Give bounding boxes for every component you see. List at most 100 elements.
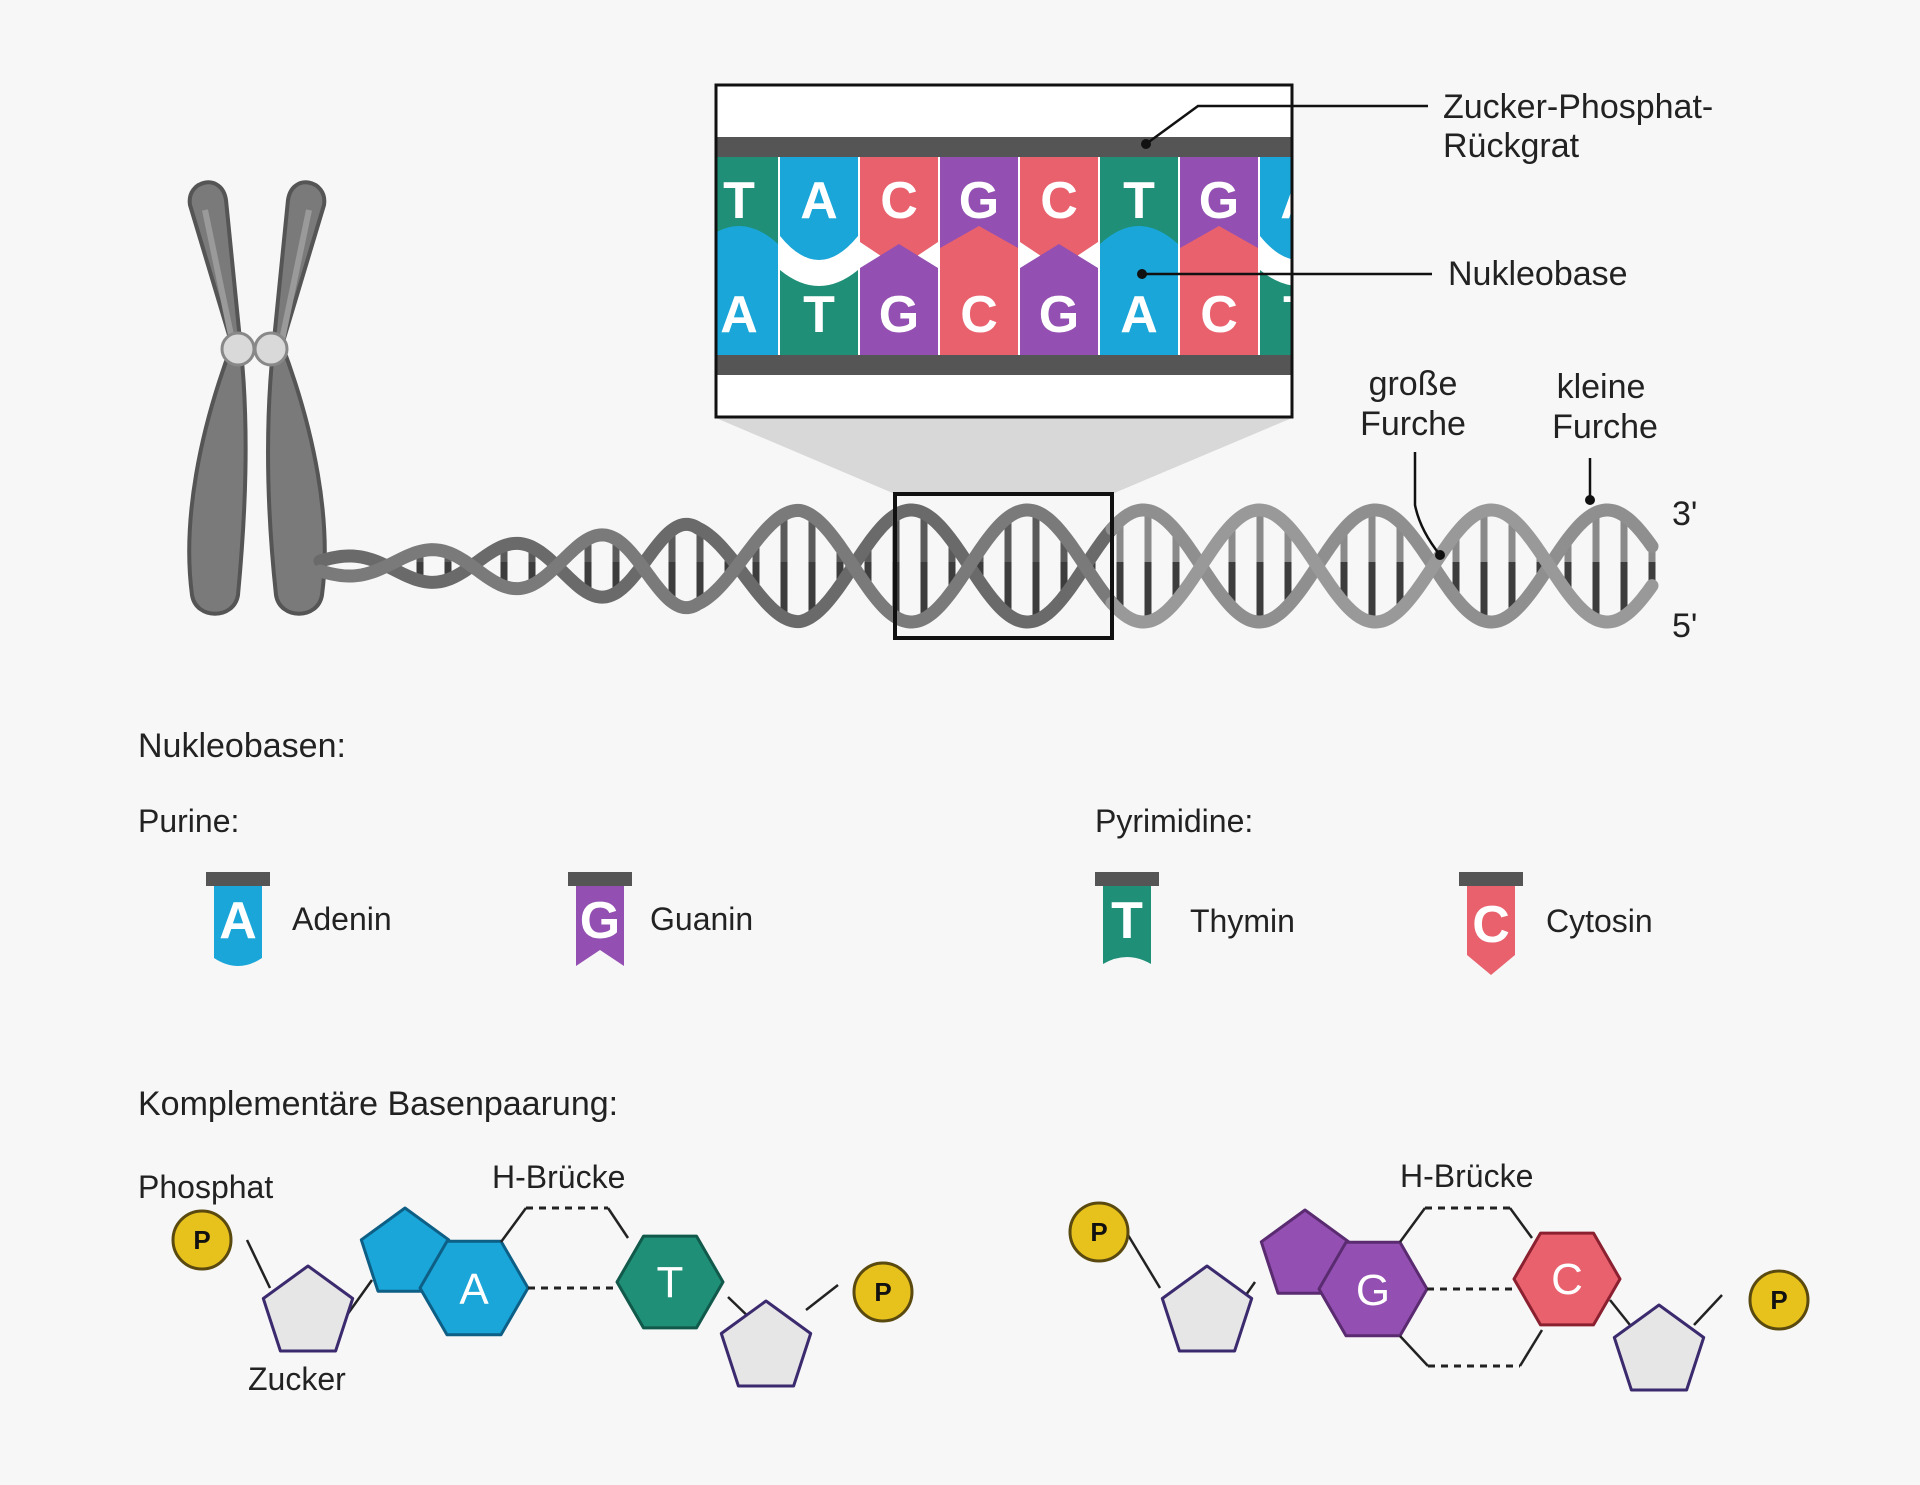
phosphate-sugar-bond (245, 1239, 272, 1289)
pentagon-sugar-icon (1160, 1264, 1254, 1353)
zoom-bottom-guanine-tag (860, 244, 938, 355)
zoom-top-base-letter: A (1280, 172, 1318, 230)
phosphate-symbol: P (193, 1225, 210, 1255)
thymine-six-ring (615, 1234, 725, 1330)
end-3-label: 3' (1672, 495, 1697, 533)
minor-groove-label-line1: kleine (1557, 368, 1646, 406)
guanine-name: Guanin (650, 901, 753, 937)
pair2-base2-letter: C (1551, 1255, 1583, 1304)
major-groove-callout: große Furche (1360, 365, 1466, 560)
guanine-letter: G (580, 892, 620, 950)
cytosine-six-ring (1512, 1231, 1622, 1327)
sugar-phosphate-bond (1693, 1294, 1723, 1326)
purines-heading: Purine: (138, 803, 239, 839)
sugar-base-bond (345, 1279, 374, 1316)
pyrimidines-heading: Pyrimidine: (1095, 803, 1253, 839)
zoom-projection (716, 418, 1292, 494)
zoom-bottom-adenine-tag (1100, 226, 1178, 355)
pentagon-sugar-icon (1612, 1303, 1706, 1392)
thymine-name: Thymin (1190, 903, 1295, 939)
helix-strand-2 (313, 503, 1119, 629)
zoom-top-base-letter: G (959, 172, 999, 230)
cytosine-tag-icon (1467, 886, 1515, 975)
zoom-selection-box (893, 492, 1114, 640)
thymine-tag-icon (1103, 886, 1151, 964)
zoom-bottom-cytosine-tag (1180, 226, 1258, 355)
hbond-label-1: H-Brücke (492, 1159, 625, 1195)
phosphate-label: Phosphat (138, 1169, 273, 1205)
adenine-name: Adenin (292, 901, 392, 937)
legend-adenine: A Adenin (206, 872, 392, 966)
helix-strand-1 (313, 503, 1119, 629)
zoom-bottom-base-letter: C (1200, 286, 1238, 344)
hbond-connector (1398, 1207, 1427, 1243)
zoom-top-base-letter: A (800, 172, 838, 230)
hbond-connector (606, 1207, 630, 1239)
pentagon-sugar-icon (719, 1299, 813, 1388)
hbond-connector (1518, 1329, 1544, 1367)
zoom-bottom-adenine-tag (716, 226, 778, 355)
zoom-bottom-base-letter: G (879, 286, 919, 344)
guanine-six-ring (1317, 1240, 1429, 1338)
backbone-label-line2: Rückgrat (1443, 127, 1580, 165)
phosphate-circle-icon (852, 1261, 914, 1323)
zoom-bottom-base-letter: T (803, 286, 835, 344)
zoom-top-base-letter: C (1040, 172, 1078, 230)
legend-thymine: T Thymin (1095, 872, 1295, 964)
backbone-label-line1: Zucker-Phosphat- (1443, 88, 1713, 126)
nucleobase-label: Nukleobase (1448, 255, 1628, 293)
pentagon-sugar-icon (261, 1264, 355, 1353)
pair1-base1-letter: A (459, 1265, 489, 1314)
zoom-bottom-base-letter: C (960, 286, 998, 344)
zoom-top-base-letter: T (723, 172, 755, 230)
zoom-bottom-thymine-tag (780, 270, 858, 355)
phosphate-symbol: P (874, 1277, 891, 1307)
phosphate-symbol: P (1090, 1217, 1107, 1247)
adenine-letter: A (219, 892, 257, 950)
backbone-callout: Zucker-Phosphat- Rückgrat (1141, 88, 1713, 165)
legend-guanine: G Guanin (568, 872, 753, 966)
pairing-heading: Komplementäre Basenpaarung: (138, 1085, 618, 1123)
phosphate-circle-icon (171, 1209, 233, 1271)
chromosome-icon (187, 180, 327, 616)
end-5-label: 5' (1672, 607, 1697, 645)
zoom-top-adenine-tag (1260, 157, 1292, 260)
major-groove-label-line2: Furche (1360, 405, 1466, 443)
minor-groove-label-line2: Furche (1552, 408, 1658, 446)
nucleobases-heading: Nukleobasen: (138, 727, 346, 765)
backbone-top (716, 137, 1292, 157)
zoom-top-adenine-tag (780, 157, 858, 260)
cytosine-letter: C (1472, 896, 1510, 954)
legend-cytosine: C Cytosin (1459, 872, 1653, 975)
zoom-top-base-letter: G (1199, 172, 1239, 230)
phosphate-sugar-bond (1126, 1234, 1162, 1289)
zoom-top-base-letter: C (880, 172, 918, 230)
zoom-bottom-thymine-tag (1260, 270, 1292, 355)
phosphate-symbol: P (1770, 1285, 1787, 1315)
zoom-bottom-cytosine-tag (940, 226, 1018, 355)
backbone-bottom (716, 355, 1292, 375)
zoom-bottom-base-letter: T (1283, 286, 1315, 344)
sugar-label: Zucker (248, 1361, 346, 1397)
zoom-top-cytosine-tag (860, 157, 938, 268)
hbond-label-2: H-Brücke (1400, 1158, 1533, 1194)
helix-strand-1-light (1105, 503, 1659, 629)
pair1-base2-letter: T (657, 1258, 684, 1307)
cytosine-name: Cytosin (1546, 903, 1653, 939)
phosphate-circle-icon (1068, 1201, 1130, 1263)
major-groove-label-line1: große (1369, 365, 1458, 403)
zoom-bottom-base-letter: A (720, 286, 758, 344)
thymine-letter: T (1111, 892, 1143, 950)
minor-groove-callout: kleine Furche (1552, 368, 1658, 505)
guanine-tag-icon (576, 886, 624, 966)
phosphate-circle-icon (1748, 1269, 1810, 1331)
zoom-bottom-base-letter: G (1039, 286, 1079, 344)
sugar-phosphate-bond (805, 1284, 839, 1311)
hbond-connector (499, 1207, 528, 1243)
zoom-bottom-guanine-tag (1020, 244, 1098, 355)
hbond-connector (1508, 1207, 1534, 1239)
zoom-top-cytosine-tag (1020, 157, 1098, 268)
